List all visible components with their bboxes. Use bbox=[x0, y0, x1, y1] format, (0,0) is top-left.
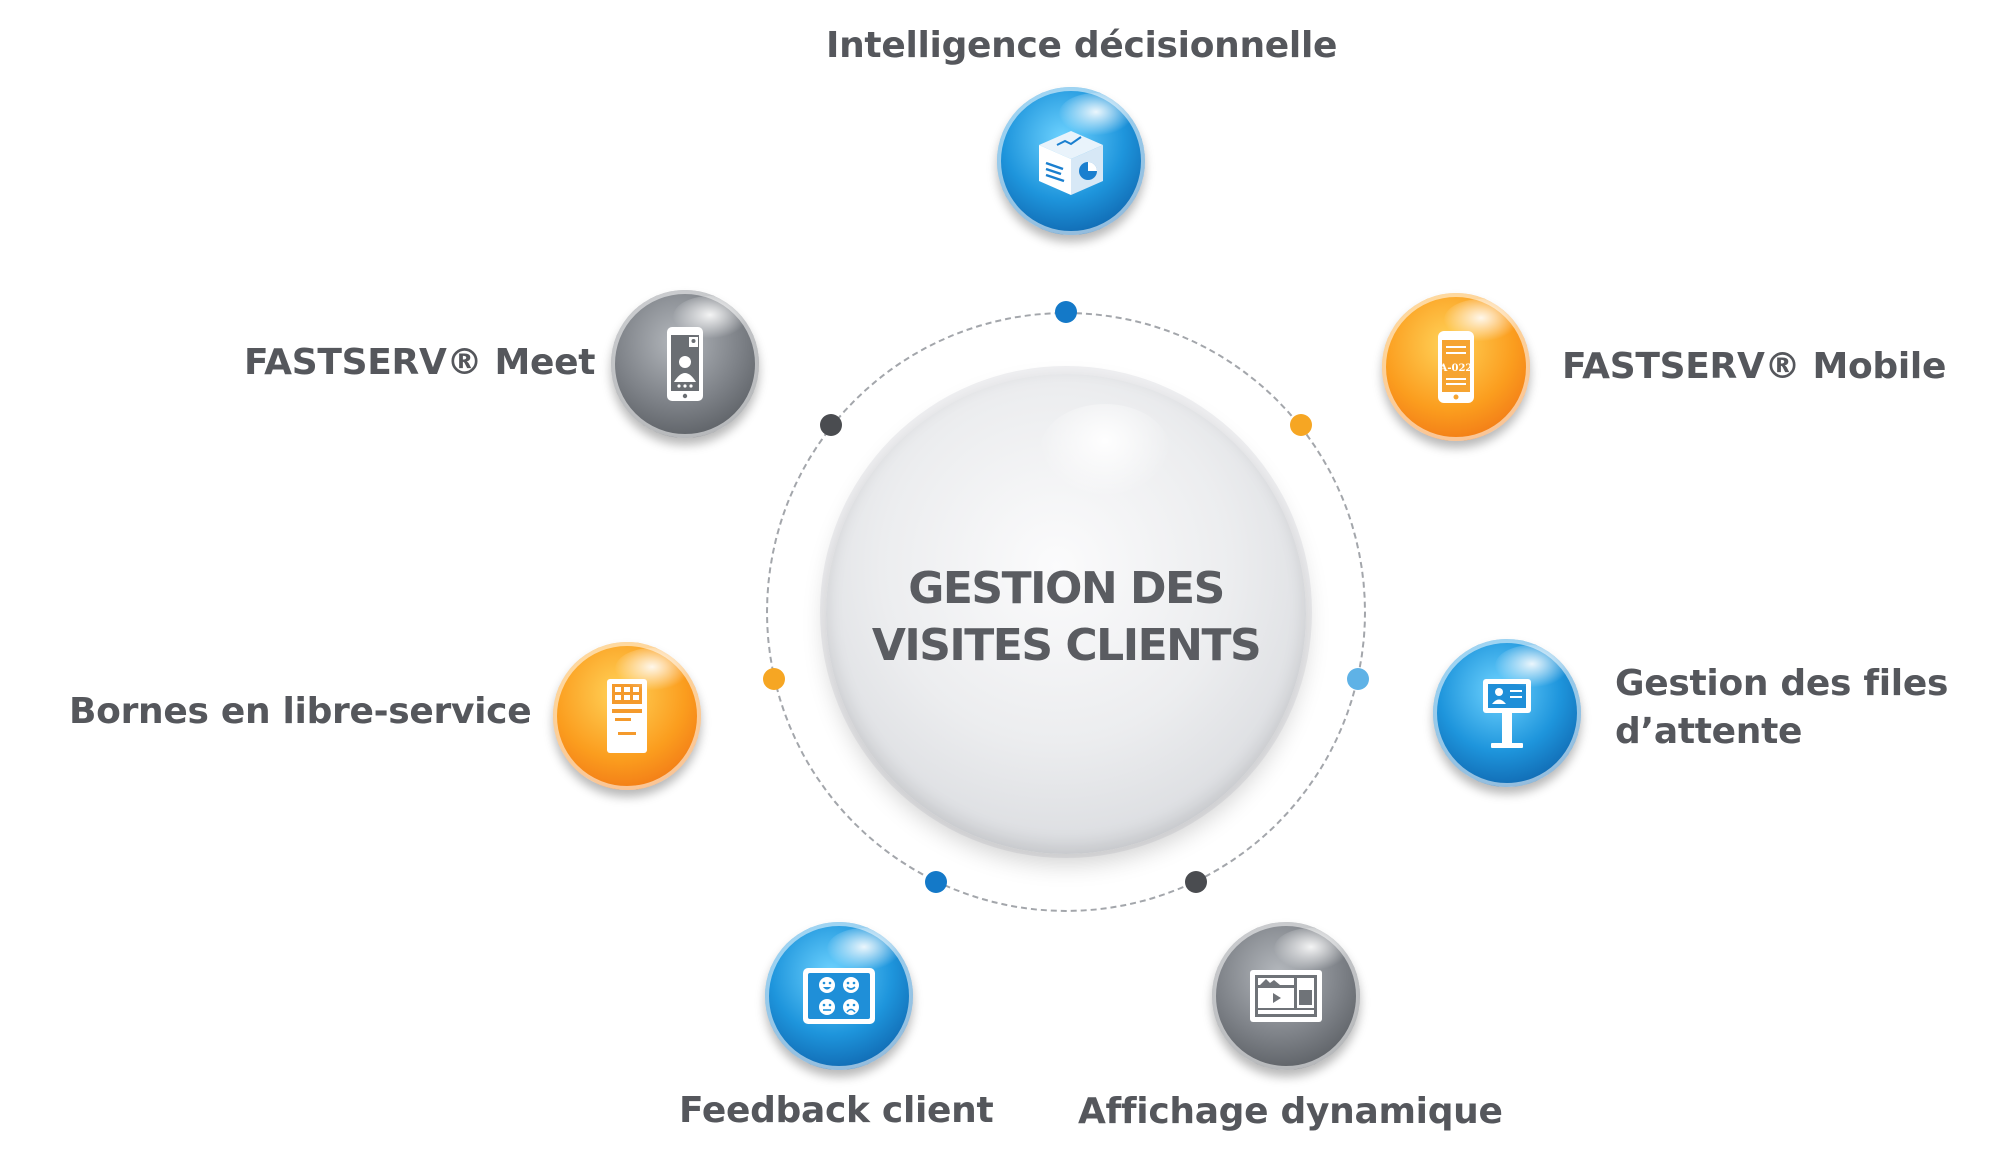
node-affichage-dynamique bbox=[1212, 922, 1360, 1070]
center-title: GESTION DES VISITES CLIENTS bbox=[871, 563, 1262, 671]
label-gestion-files-attente: Gestion des files d’attente bbox=[1615, 663, 1949, 752]
orbit-dot bbox=[1347, 667, 1370, 690]
label-bornes-libre-service: Bornes en libre-service bbox=[69, 691, 532, 732]
orbit-dot bbox=[762, 667, 785, 690]
orbit-dot bbox=[820, 413, 843, 436]
node-gestion-files-attente bbox=[1433, 639, 1581, 787]
label-fastserv-mobile: FASTSERV® Mobile bbox=[1562, 346, 1947, 387]
node-bornes-libre-service bbox=[553, 642, 701, 790]
node-feedback-client bbox=[765, 922, 913, 1070]
label-affichage-dynamique: Affichage dynamique bbox=[1078, 1091, 1503, 1132]
orbit-dot bbox=[924, 871, 947, 894]
label-intelligence-decisionnelle: Intelligence décisionnelle bbox=[826, 25, 1338, 66]
label-feedback-client: Feedback client bbox=[679, 1090, 994, 1131]
center-sphere-highlight bbox=[1040, 404, 1170, 496]
node-fastserv-meet bbox=[611, 290, 759, 438]
node-intelligence-decisionnelle bbox=[997, 87, 1145, 235]
node-fastserv-mobile: A-022 bbox=[1382, 293, 1530, 441]
label-fastserv-meet: FASTSERV® Meet bbox=[244, 342, 596, 383]
orbit-dot bbox=[1289, 413, 1312, 436]
orbit-dot bbox=[1185, 871, 1208, 894]
orbit-dot bbox=[1055, 301, 1077, 323]
